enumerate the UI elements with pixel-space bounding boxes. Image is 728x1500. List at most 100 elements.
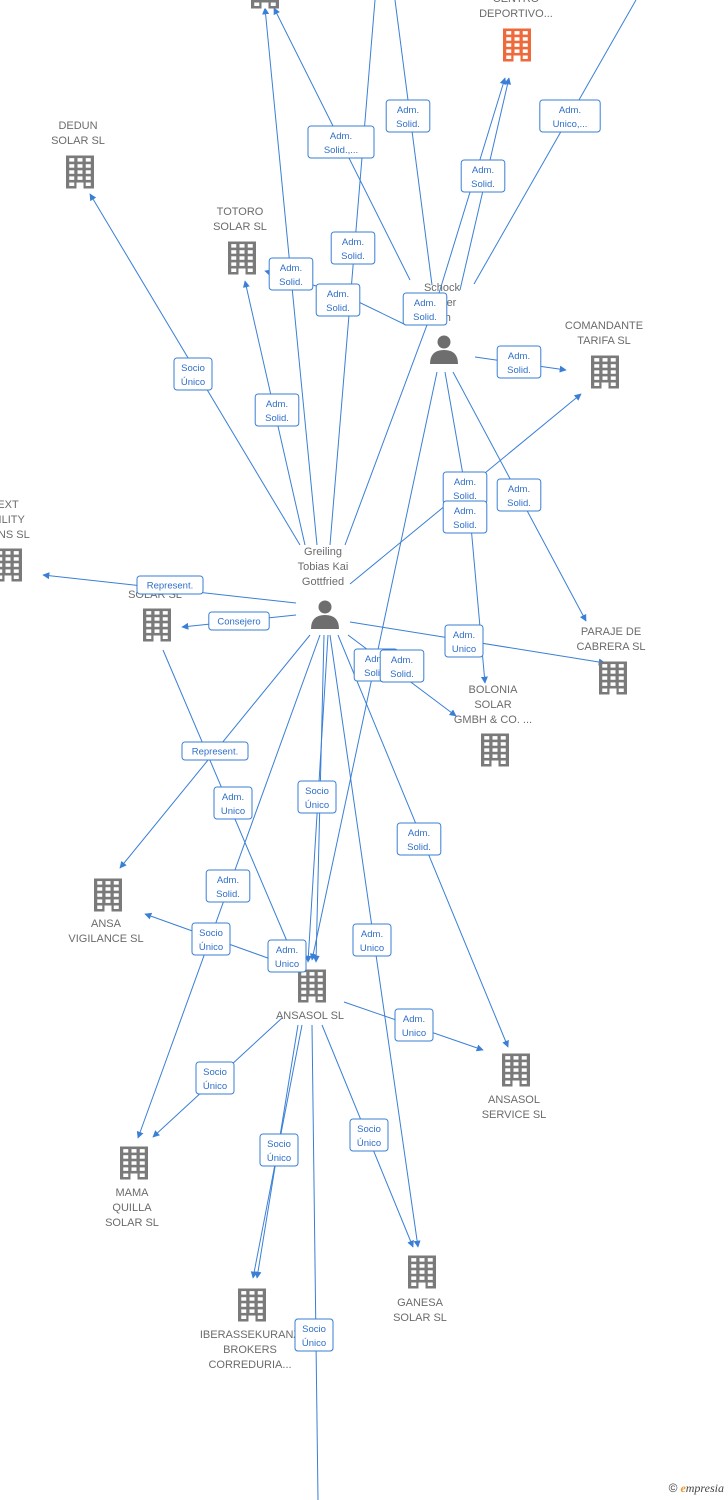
- mama-building-icon[interactable]: [120, 1146, 148, 1180]
- bolonia-label-line: SOLAR: [474, 699, 511, 711]
- edge-label-3[interactable]: Adm.Solid.: [460, 159, 506, 193]
- bolonia-building-icon[interactable]: [481, 733, 509, 767]
- edge-label-27[interactable]: Adm.Unico: [394, 1008, 434, 1042]
- ganesa-building-icon[interactable]: [408, 1255, 436, 1289]
- edge-label-text: Socio: [203, 1067, 227, 1078]
- edge-label-5[interactable]: Adm.Solid.: [268, 257, 314, 291]
- dedun-label-line: DEDUN: [58, 120, 97, 132]
- edge-label-16[interactable]: Adm.Unico: [444, 624, 484, 658]
- svg-text:Adm.Solid.: Adm. Solid.: [216, 875, 240, 900]
- svg-text:Adm.Unico: Adm.Unico: [452, 630, 476, 655]
- paraje-building-icon[interactable]: [599, 661, 627, 695]
- schock-person-icon[interactable]: [430, 335, 458, 365]
- svg-text:Adm.Solid.: Adm.Solid.: [390, 655, 414, 680]
- svg-text:Consejero: Consejero: [217, 617, 260, 628]
- ansavig-building-icon[interactable]: [94, 878, 122, 912]
- edge-label-18[interactable]: Adm.Solid.: [379, 649, 425, 683]
- edge-label-text: Represent.: [147, 581, 193, 592]
- brand-initial: e: [680, 1481, 686, 1495]
- comandante-building-icon[interactable]: [591, 355, 619, 389]
- edge-label-6[interactable]: Adm.Solid.: [315, 283, 361, 317]
- totoro-label-line: SOLAR SL: [213, 221, 267, 233]
- empresia-logo[interactable]: ©empresia: [669, 1481, 724, 1496]
- edge-label-7[interactable]: Adm.Solid.: [402, 292, 448, 326]
- edge-label-text: Solid.: [341, 251, 365, 262]
- edge-label-1[interactable]: Adm.Solid.,...: [307, 125, 375, 159]
- edge-label-text: Adm.: [559, 105, 581, 116]
- edge-32: [311, 1024, 319, 1500]
- next-label-line: IONS SL: [0, 529, 30, 541]
- edge-label-text: Único: [199, 942, 223, 953]
- totoro-building-icon[interactable]: [228, 241, 256, 275]
- edge-label-22[interactable]: Adm.Solid.: [396, 822, 442, 856]
- edge-label-8[interactable]: Adm.Solid.: [496, 345, 542, 379]
- edge-label-10[interactable]: Adm.Solid.: [254, 393, 300, 427]
- edge-label-13[interactable]: Adm.Solid.: [442, 500, 488, 534]
- edge-label-text: Solid.: [326, 303, 350, 314]
- ansasol-label-line: ANSASOL SL: [276, 1010, 344, 1022]
- edge-label-23[interactable]: Adm. Solid.: [205, 869, 251, 903]
- edge-label-text: Unico,...: [553, 119, 588, 130]
- ganesa-label-line: SOLAR SL: [393, 1312, 447, 1324]
- ansasol-building-icon[interactable]: [298, 969, 326, 1003]
- solarsl-building-icon[interactable]: [143, 608, 171, 642]
- mama-label-line: MAMA: [116, 1187, 150, 1199]
- edge-label-text: Adm.: [391, 655, 413, 666]
- edge-label-24[interactable]: Adm.Unico: [352, 923, 392, 957]
- top-left-building-icon[interactable]: [251, 0, 279, 9]
- edge-label-text: Solid.: [407, 842, 431, 853]
- centro-label-line: CENTRO: [493, 0, 540, 5]
- edge-label-text: Unico: [221, 806, 245, 817]
- svg-text:Adm.Solid.,...: Adm.Solid.,...: [324, 131, 358, 156]
- next-building-icon[interactable]: [0, 548, 22, 582]
- next-label-line: BILITY: [0, 514, 25, 526]
- svg-text:Represent.: Represent.: [147, 581, 193, 592]
- ansaserv-label-line: SERVICE SL: [482, 1109, 547, 1121]
- edge-label-0[interactable]: Adm.Solid.: [385, 99, 431, 133]
- dedun-building-icon[interactable]: [66, 155, 94, 189]
- edge-label-text: Solid.: [507, 365, 531, 376]
- edge-label-text: Adm.: [342, 237, 364, 248]
- centro-label: CENTRO DEPORTIVO...: [479, 0, 553, 20]
- edge-label-12[interactable]: Adm.Solid.: [496, 478, 542, 512]
- edge-label-text: Solid.: [216, 889, 240, 900]
- edge-label-2[interactable]: Adm. Unico,...: [539, 99, 601, 133]
- svg-text:Represent.: Represent.: [192, 747, 238, 758]
- edge-label-15[interactable]: Consejero: [208, 611, 270, 631]
- edge-label-14[interactable]: Represent.: [136, 575, 204, 595]
- edge-label-4[interactable]: Adm. Solid.: [330, 231, 376, 265]
- ansaserv-building-icon[interactable]: [502, 1053, 530, 1087]
- svg-text:Adm.Unico: Adm.Unico: [221, 792, 245, 817]
- edge-label-20[interactable]: Adm.Unico: [213, 786, 253, 820]
- edge-label-text: Adm.: [365, 654, 387, 665]
- edge-label-26[interactable]: Adm.Unico: [267, 939, 307, 973]
- edge-label-text: Solid.: [453, 491, 477, 502]
- greiling-person-icon[interactable]: [311, 600, 339, 630]
- edge-label-text: Adm.: [217, 875, 239, 886]
- svg-text:Adm.Solid.: Adm.Solid.: [396, 105, 420, 130]
- iberas-building-icon[interactable]: [238, 1288, 266, 1322]
- ansavig-label-line: VIGILANCE SL: [68, 933, 143, 945]
- edge-label-11[interactable]: Adm.Solid.: [442, 471, 488, 505]
- paraje-label-line: CABRERA SL: [576, 641, 645, 653]
- edge-label-text: Adm.: [403, 1014, 425, 1025]
- edge-label-text: Único: [203, 1081, 227, 1092]
- edge-label-19[interactable]: Represent.: [181, 741, 249, 761]
- ansasol-label: ANSASOL SL: [276, 1010, 344, 1022]
- edge-label-text: Solid.,...: [324, 145, 358, 156]
- centro-building-icon[interactable]: [503, 28, 531, 62]
- centro-label-line: DEPORTIVO...: [479, 8, 553, 20]
- edge-1: [394, 0, 433, 286]
